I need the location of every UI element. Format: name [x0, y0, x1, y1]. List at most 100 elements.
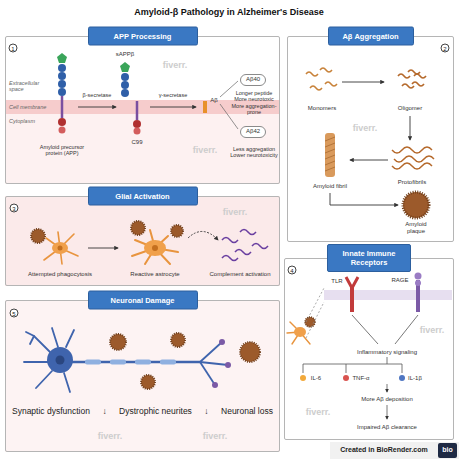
receptor-label: RAGE — [391, 277, 408, 284]
watermark: fiverr. — [98, 431, 123, 441]
signal-line — [395, 315, 418, 344]
neuron — [200, 362, 215, 385]
complement-protein — [222, 256, 238, 261]
astrocyte — [52, 242, 68, 254]
amyloid-fibril — [325, 143, 335, 147]
panel-ground — [5, 300, 280, 452]
panel-ground — [5, 36, 280, 184]
amyloid-plaque — [240, 342, 260, 362]
note-text: Longer peptide More neurotoxic More aggr… — [230, 90, 278, 115]
cytokine-label: IL-1β — [408, 375, 422, 382]
neuron — [24, 328, 231, 392]
app-protein — [61, 96, 64, 118]
callout-number: 4 — [288, 266, 297, 275]
neuron — [52, 328, 58, 347]
monomer — [310, 86, 322, 90]
panel-ground — [5, 36, 454, 452]
neuron — [30, 336, 34, 344]
flow-arrow — [330, 193, 398, 205]
reactive-astrocyte — [132, 230, 178, 264]
cytokine-dot — [399, 375, 405, 381]
neuron — [212, 382, 218, 388]
flow-arrow — [188, 231, 218, 240]
flow-arrow — [88, 82, 410, 248]
complement-protein — [222, 230, 268, 261]
c99-fragment — [133, 120, 141, 128]
oligomer — [414, 74, 426, 78]
app-protein — [57, 53, 67, 134]
region-label: Cell membrane — [9, 104, 53, 110]
app-protein — [58, 80, 66, 88]
neuron — [85, 360, 101, 365]
reactive-astrocyte — [144, 240, 166, 256]
credit-text: Created in BioRender.com — [340, 446, 428, 454]
watermark: fiverr. — [203, 431, 228, 441]
region-label: Extracellular space — [9, 80, 49, 93]
rage-receptor — [416, 280, 420, 312]
astrocyte — [58, 246, 63, 251]
neuron — [66, 330, 74, 347]
tlr-receptor — [346, 277, 358, 312]
app-protein — [58, 88, 66, 96]
watermark: fiverr. — [420, 325, 445, 335]
credit-badge — [330, 442, 459, 459]
protofibril — [394, 156, 434, 162]
c99-fragment — [133, 101, 141, 135]
cell-caption: Complement activation — [209, 271, 270, 278]
cleavage-arrow — [78, 107, 196, 108]
panel-heading: Neuronal Damage — [88, 291, 198, 310]
sappb-fragment — [121, 81, 129, 89]
watermark: fiverr. — [353, 123, 378, 133]
cytokine-label: TNF-α — [352, 375, 369, 382]
watermark: fiverr. — [193, 145, 218, 155]
sappb-fragment — [121, 89, 129, 97]
amyloid-plaque — [131, 221, 145, 235]
c99-fragment — [136, 101, 139, 120]
astrocyte — [44, 232, 78, 264]
cell-caption: Attempted phagocytosis — [28, 271, 92, 278]
neuron — [64, 373, 70, 392]
app-protein — [58, 118, 66, 126]
protofibril — [392, 147, 432, 153]
abeta-peptide — [203, 101, 207, 113]
cytokine-dot — [300, 375, 405, 381]
neuron — [225, 362, 231, 368]
oligomer — [412, 82, 424, 86]
peptide-label: Aβ42 — [246, 128, 260, 135]
neuron — [56, 356, 65, 365]
signal-line — [346, 364, 347, 373]
peptide-pill: Aβ40 — [240, 74, 266, 85]
neuron — [47, 347, 73, 373]
signal-line — [303, 364, 304, 373]
neuron — [200, 362, 228, 365]
region-label: Cytoplasm — [9, 118, 35, 124]
panel-heading: Glial Activation — [88, 187, 198, 206]
amyloid-fibril — [325, 155, 335, 159]
rage-receptor — [415, 280, 421, 286]
panel-ground — [284, 258, 454, 440]
amyloid-plaque — [31, 229, 45, 243]
panel-box: APP ProcessingAβ40Aβ42 — [5, 36, 280, 184]
neuron — [24, 328, 228, 392]
complement-protein — [252, 244, 268, 249]
outcome-text: Synaptic dysfunction — [12, 407, 90, 417]
panel-heading: Innate Immune Receptors — [327, 244, 411, 272]
watermark: fiverr. — [223, 207, 248, 217]
credit-badge — [330, 442, 459, 459]
tlr-receptor — [350, 286, 354, 312]
stage-label: Amyloid plaque — [399, 221, 433, 235]
monomer — [306, 72, 318, 76]
cleavage-arrow — [78, 107, 116, 108]
outcome-text: Dystrophic neurites — [119, 407, 192, 417]
stage-label: Monomers — [308, 105, 336, 112]
app-protein — [58, 72, 66, 80]
glial-cell — [294, 327, 306, 337]
oligomer — [398, 70, 426, 88]
amyloid-fibril — [325, 137, 335, 141]
protofibril — [392, 163, 432, 169]
zoom-line — [306, 288, 324, 322]
enzyme-label: γ-secretase — [159, 92, 187, 98]
oligomer — [398, 74, 410, 78]
logo-text: bio — [442, 446, 453, 454]
